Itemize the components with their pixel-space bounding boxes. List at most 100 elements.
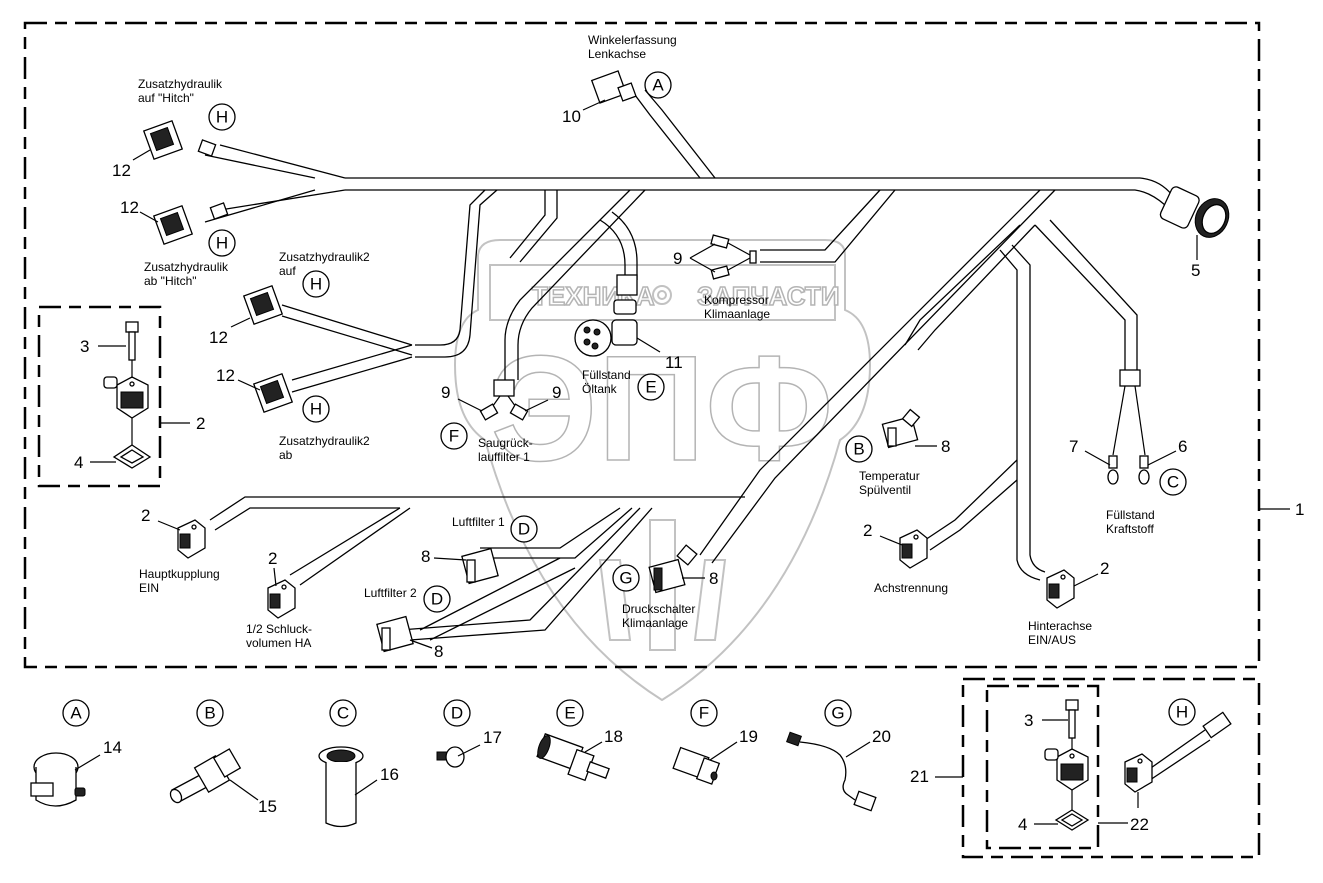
callout-10[interactable]: 10: [562, 107, 581, 126]
pressure-switch-connector[interactable]: [648, 544, 698, 594]
callout-5[interactable]: 5: [1191, 261, 1200, 280]
fuel-level-sender-icon[interactable]: [318, 746, 364, 828]
label-zusatzhydraulik-auf: Zusatzhydraulik: [138, 77, 223, 91]
letter-a: A: [652, 76, 664, 95]
letter-d: D: [518, 520, 530, 539]
leader-11: [636, 337, 661, 353]
compressor-terminals[interactable]: [710, 234, 757, 280]
letter-b: B: [853, 440, 864, 459]
callout-4[interactable]: 4: [74, 453, 83, 472]
callout-12[interactable]: 12: [209, 328, 228, 347]
label-lenkachse: Lenkachse: [588, 47, 646, 61]
callout-18[interactable]: 18: [604, 727, 623, 746]
main-round-connector[interactable]: [1159, 185, 1235, 243]
letter-circle-a: [62, 699, 90, 727]
pressure-switch-cable-icon[interactable]: [786, 731, 877, 812]
callout-2[interactable]: 2: [141, 506, 150, 525]
leader-12: [237, 379, 261, 391]
valve-connector-icon[interactable]: [1044, 748, 1089, 791]
callout-17[interactable]: 17: [483, 728, 502, 747]
letter-circle-h: [302, 395, 330, 423]
valve-connector-kit-2: 3 4 2: [37, 305, 205, 488]
callout-8[interactable]: 8: [434, 642, 443, 661]
temperature-sensor-icon[interactable]: [168, 748, 242, 805]
leader-9: [689, 243, 716, 273]
bolt-icon[interactable]: [1065, 699, 1079, 739]
suction-filter-terminals[interactable]: [479, 379, 529, 421]
valve-connector-hauptkupplung[interactable]: [177, 519, 206, 559]
leader-8: [433, 557, 467, 561]
callout-3[interactable]: 3: [1024, 711, 1033, 730]
label-druckschalter: Druckschalter: [622, 602, 695, 616]
seal-icon[interactable]: [112, 444, 152, 469]
callout-2[interactable]: 2: [1100, 559, 1109, 578]
callout-19[interactable]: 19: [739, 727, 758, 746]
label-klimaanlage: Klimaanlage: [622, 616, 688, 630]
callout-21[interactable]: 21: [910, 767, 929, 786]
callout-12[interactable]: 12: [120, 198, 139, 217]
leader-15: [229, 779, 259, 801]
valve-connector-schluckvolumen[interactable]: [267, 579, 296, 619]
callout-22[interactable]: 22: [1130, 815, 1149, 834]
callout-2[interactable]: 2: [196, 414, 205, 433]
angle-sensor-icon[interactable]: [30, 752, 86, 807]
hydraulic2-connector-auf[interactable]: [242, 284, 413, 356]
callout-7[interactable]: 7: [1069, 437, 1078, 456]
valve-connector-icon[interactable]: [103, 376, 149, 419]
valve-connector-hinterachse[interactable]: [1046, 569, 1075, 609]
letter-h: H: [1176, 703, 1188, 722]
fuel-level-ring-terminals[interactable]: [1107, 369, 1150, 485]
callout-8[interactable]: 8: [941, 437, 950, 456]
callout-2[interactable]: 2: [268, 549, 277, 568]
callout-16[interactable]: 16: [380, 765, 399, 784]
bolt-icon[interactable]: [125, 321, 139, 361]
callout-6[interactable]: 6: [1178, 437, 1187, 456]
hydraulic2-connector-ab[interactable]: [252, 344, 413, 414]
callout-8[interactable]: 8: [421, 547, 430, 566]
hydraulic-connector-ab-hitch[interactable]: [152, 202, 229, 246]
callout-3[interactable]: 3: [80, 337, 89, 356]
oil-level-sensor-icon[interactable]: [535, 733, 610, 782]
seal-icon[interactable]: [1054, 809, 1090, 831]
leader-17: [457, 744, 481, 757]
leader-19: [709, 741, 738, 761]
callout-9[interactable]: 9: [441, 383, 450, 402]
callout-20[interactable]: 20: [872, 727, 891, 746]
callout-8[interactable]: 8: [709, 569, 718, 588]
letter-circle-h: [208, 229, 236, 257]
air-filter-1-connector[interactable]: [461, 547, 499, 585]
pressure-switch-icon[interactable]: [672, 746, 721, 785]
letter-circle-h: [1168, 698, 1196, 726]
callout-14[interactable]: 14: [103, 738, 122, 757]
letter-f: F: [699, 704, 709, 723]
harness-assembly-number[interactable]: 1: [1295, 500, 1304, 519]
label-hinterachse: Hinterachse: [1028, 619, 1092, 633]
valve-connector-achstrennung[interactable]: [899, 529, 928, 569]
letter-circle-h: [208, 103, 236, 131]
air-filter-2-connector[interactable]: [376, 615, 414, 653]
callout-9[interactable]: 9: [552, 383, 561, 402]
hydraulic-connector-auf-hitch[interactable]: [142, 119, 217, 161]
angle-sensor-connector[interactable]: [590, 70, 637, 104]
callout-11[interactable]: 11: [665, 353, 683, 372]
leader-18: [584, 741, 603, 753]
letter-g: G: [619, 569, 632, 588]
temperature-valve-connector[interactable]: [881, 408, 921, 449]
callout-12[interactable]: 12: [112, 161, 131, 180]
letter-e: E: [564, 704, 575, 723]
letter-circle-b: [196, 699, 224, 727]
letter-circle-d: [443, 699, 471, 727]
callout-15[interactable]: 15: [258, 797, 277, 816]
label-auf: auf: [279, 264, 296, 278]
label-volumen-ha: volumen HA: [246, 636, 311, 650]
label-luftfilter-1: Luftfilter 1: [452, 515, 505, 529]
callout-4[interactable]: 4: [1018, 815, 1027, 834]
oil-tank-level-connector[interactable]: [574, 274, 638, 357]
callout-9[interactable]: 9: [673, 249, 682, 268]
callout-12[interactable]: 12: [216, 366, 235, 385]
adapter-cable-icon[interactable]: [1124, 711, 1232, 793]
screw-connector-icon[interactable]: [436, 746, 465, 768]
harness-assembly-frame: [23, 21, 1261, 669]
callout-2[interactable]: 2: [863, 521, 872, 540]
